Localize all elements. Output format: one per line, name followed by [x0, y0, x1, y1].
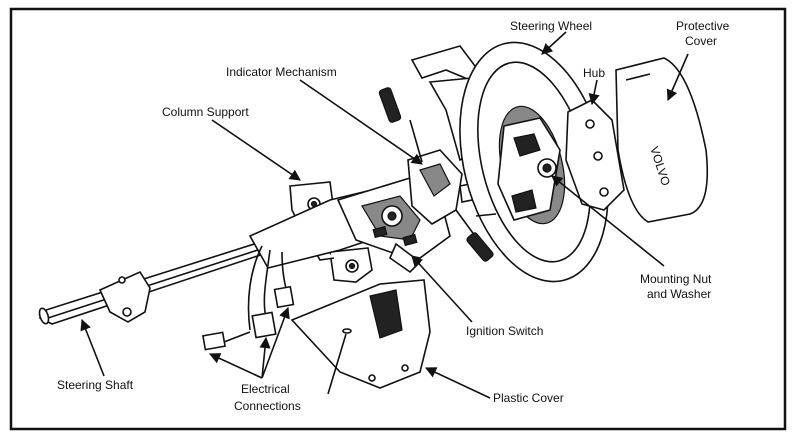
diagram-frame	[9, 7, 787, 431]
plastic-cover-part	[290, 213, 497, 395]
steering-wheel-part	[459, 41, 609, 283]
label-mounting-nut-line2: and Washer	[647, 287, 711, 301]
callout-steering-shaft	[80, 318, 105, 377]
callout-mounting-nut	[551, 175, 665, 267]
label-steering-wheel: Steering Wheel	[510, 19, 592, 33]
callout-column-support	[211, 119, 301, 181]
label-plastic-cover: Plastic Cover	[493, 391, 564, 405]
labels: Steering Wheel Protective Cover Hub Indi…	[57, 19, 730, 413]
label-mounting-nut-line1: Mounting Nut	[640, 272, 712, 286]
label-steering-shaft: Steering Shaft	[57, 378, 134, 392]
electrical-connections-part	[202, 245, 295, 351]
label-protective-cover-line1: Protective	[676, 19, 730, 33]
callout-indicator-mechanism	[299, 79, 423, 165]
callout-steering-wheel	[541, 31, 567, 55]
callout-electrical-1	[208, 353, 263, 379]
callout-hub	[588, 79, 600, 106]
label-column-support: Column Support	[162, 105, 249, 119]
label-electrical-line1: Electrical	[241, 382, 290, 396]
protective-cover-part: VOLVO	[615, 57, 709, 223]
label-protective-cover-line2: Cover	[685, 34, 717, 48]
hub-part	[565, 99, 625, 211]
callout-electrical-2	[259, 336, 271, 379]
callout-protective-cover	[666, 53, 689, 102]
label-hub: Hub	[583, 66, 605, 80]
callout-electrical-3	[261, 306, 290, 379]
label-indicator-mechanism: Indicator Mechanism	[226, 65, 337, 79]
callout-ignition-switch	[411, 255, 473, 323]
label-electrical-line2: Connections	[234, 399, 301, 413]
label-ignition-switch: Ignition Switch	[466, 324, 543, 338]
callout-lines	[80, 31, 689, 399]
callout-plastic-cover	[424, 367, 491, 399]
